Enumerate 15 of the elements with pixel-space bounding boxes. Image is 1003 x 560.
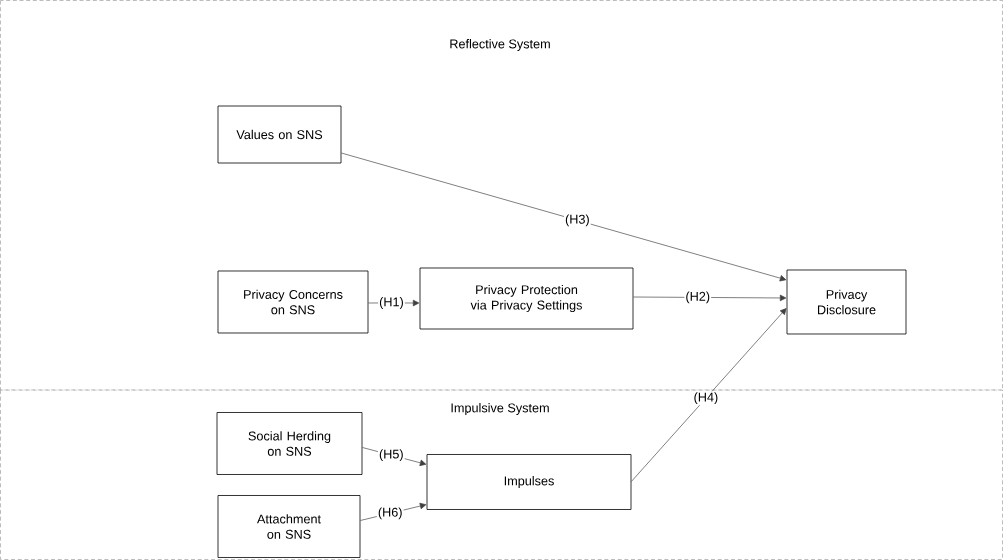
edge-label: (H3) [564, 213, 591, 228]
construct-box: Social Herding on SNS [216, 412, 363, 475]
construct-box: Values on SNS [217, 105, 342, 164]
construct-box: Impulses [426, 454, 632, 510]
edge-label: (H1) [378, 296, 405, 310]
edge-label: (H6) [376, 506, 404, 521]
construct-box: Privacy Protection via Privacy Settings [419, 267, 634, 330]
construct-box: Attachment on SNS [217, 495, 361, 558]
edge-label: (H2) [684, 290, 712, 305]
arrow [341, 152, 787, 282]
edge-label: (H4) [692, 391, 720, 406]
arrow [631, 308, 787, 482]
construct-box: Privacy Concerns on SNS [217, 270, 369, 334]
edge-label: (H5) [377, 448, 405, 463]
construct-box: Privacy Disclosure [786, 269, 907, 335]
